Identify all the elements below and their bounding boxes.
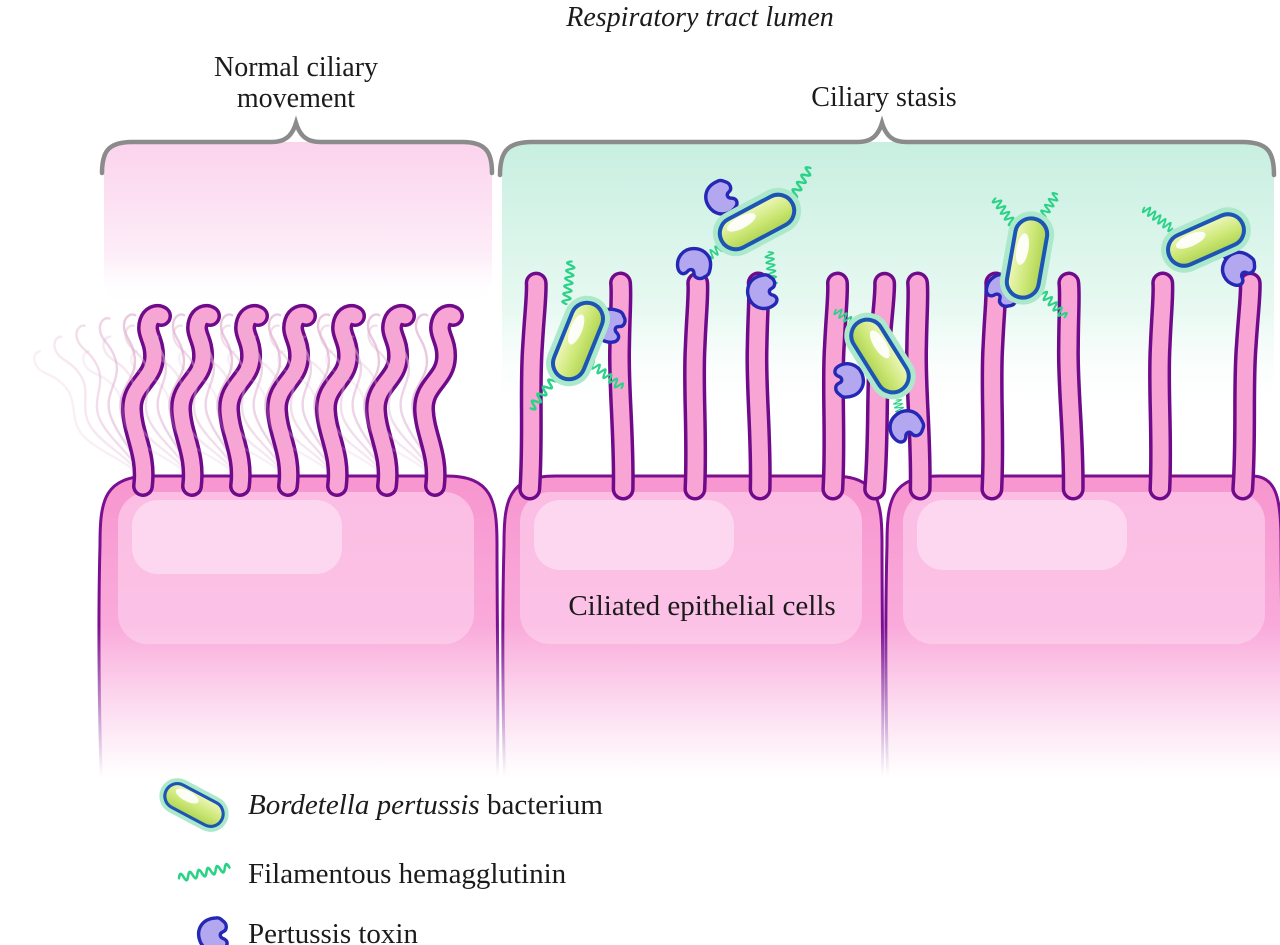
bacterium-icon — [705, 180, 810, 265]
filament-icon — [176, 862, 232, 884]
legend-label: Bordetella pertussis bacterium — [248, 788, 603, 821]
bacterium-attack — [1140, 197, 1261, 292]
bacterium-attack — [830, 301, 929, 449]
cell-fade-overlay — [0, 625, 1280, 810]
normal-lumen-region — [104, 142, 492, 306]
cilium-static — [1158, 283, 1163, 489]
normal-brace — [99, 115, 495, 176]
bacterium-attack — [526, 259, 630, 413]
legend-label: Filamentous hemagglutinin — [248, 857, 567, 890]
bacteria-group — [526, 164, 1261, 449]
legend-item-toxin: Pertussis toxin — [150, 908, 418, 945]
cilium-static — [990, 283, 996, 489]
stasis-brace — [497, 115, 1277, 178]
legend-label: Pertussis toxin — [248, 917, 418, 945]
cilium-static — [915, 283, 921, 489]
page-title: Respiratory tract lumen — [566, 2, 834, 33]
bacterium-attack — [980, 190, 1069, 321]
legend-item-filament: Filamentous hemagglutinin — [150, 848, 566, 900]
ciliary-stasis-label: Ciliary stasis — [811, 82, 957, 113]
bacterium-icon — [537, 286, 619, 396]
cilium-static — [528, 283, 536, 489]
cilium-static — [1241, 283, 1250, 489]
bacterium-attack — [673, 164, 815, 314]
cilium-static — [756, 283, 762, 489]
cilium-static — [693, 283, 698, 489]
bacterium-icon — [994, 205, 1060, 311]
waving-cilia-group — [17, 314, 454, 492]
legend-item-bacterium: Bordetella pertussis bacterium — [150, 770, 603, 840]
toxin-icon — [196, 914, 232, 945]
bacterium-icon — [1151, 197, 1261, 283]
bacterium-icon — [151, 770, 237, 840]
ciliated-epithelial-cells-label: Ciliated epithelial cells — [568, 590, 836, 622]
cilium-waving — [17, 314, 162, 492]
normal-ciliary-movement-label: Normal ciliary movement — [213, 52, 379, 115]
bacterium-icon — [833, 301, 927, 411]
